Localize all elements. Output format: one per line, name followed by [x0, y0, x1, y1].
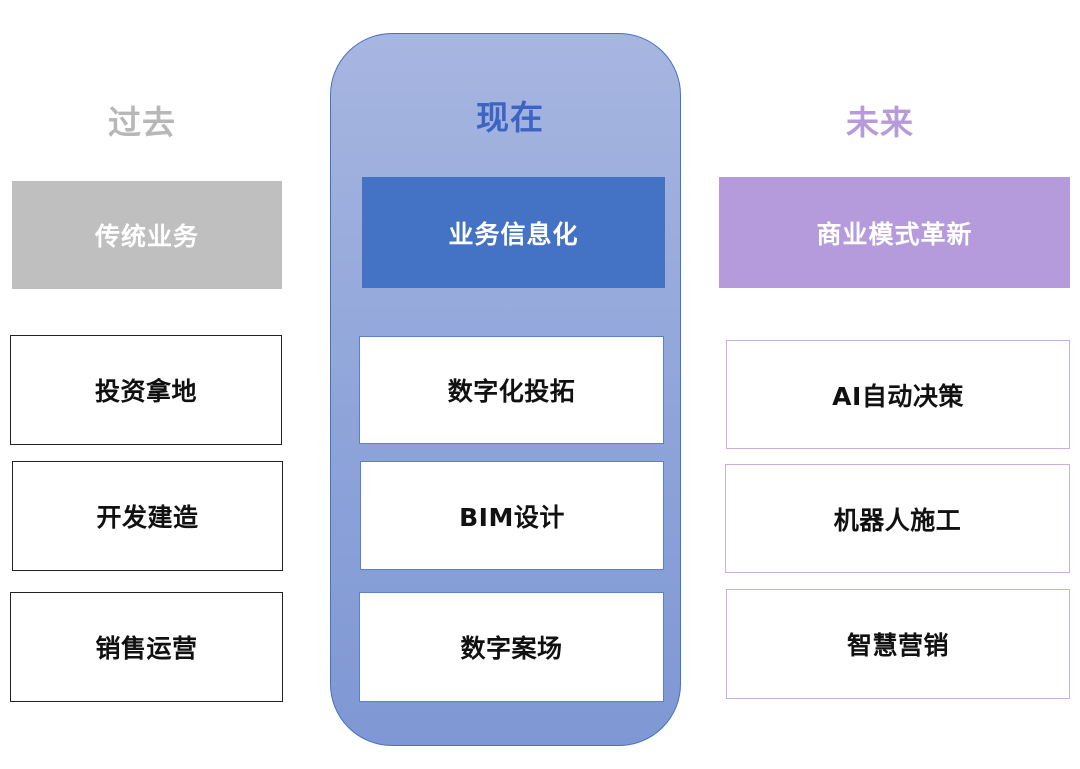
- header-past: 传统业务: [12, 181, 282, 289]
- column-title-present: 现在: [476, 98, 544, 137]
- future-item: 机器人施工: [725, 464, 1070, 573]
- past-item: 投资拿地: [10, 335, 282, 445]
- header-present: 业务信息化: [362, 177, 665, 288]
- present-item: 数字案场: [359, 592, 664, 702]
- header-future: 商业模式革新: [719, 177, 1070, 288]
- column-title-future: 未来: [846, 103, 914, 142]
- column-title-past: 过去: [108, 103, 176, 142]
- present-item: 数字化投拓: [359, 336, 664, 444]
- future-item: AI自动决策: [726, 340, 1070, 449]
- future-item: 智慧营销: [726, 589, 1070, 699]
- past-item: 开发建造: [12, 461, 283, 571]
- past-item: 销售运营: [10, 592, 283, 702]
- present-item: BIM设计: [360, 461, 664, 570]
